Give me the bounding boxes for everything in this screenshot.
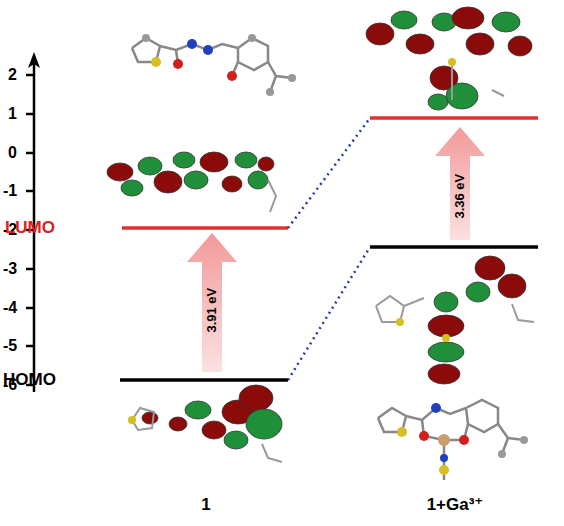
axis-tick-label: 2 bbox=[8, 66, 17, 84]
orbital-lobes bbox=[142, 385, 282, 449]
transition-arrow bbox=[187, 233, 237, 372]
compound-label: 1 bbox=[201, 496, 210, 515]
atoms bbox=[142, 34, 296, 96]
axis-tick-label: -1 bbox=[3, 182, 17, 200]
atom bbox=[128, 416, 136, 424]
axis-tick-label: 0 bbox=[8, 144, 17, 162]
lumo-level bbox=[370, 116, 538, 120]
energy-gap-label: 3.36 eV bbox=[453, 174, 467, 219]
homo-label: HOMO bbox=[3, 371, 56, 390]
compound-label: 1+Ga³⁺ bbox=[427, 496, 484, 515]
atoms bbox=[397, 403, 528, 475]
lumo-level bbox=[122, 226, 288, 230]
axis-arrowhead bbox=[28, 52, 40, 68]
homo-level bbox=[120, 378, 288, 382]
correlation-line bbox=[288, 247, 370, 380]
orbital-lobes bbox=[366, 7, 532, 110]
axis-tick-label: -4 bbox=[3, 299, 17, 317]
molecule-structure bbox=[132, 38, 292, 92]
energy-gap-label: 3.91 eV bbox=[205, 288, 219, 333]
transition-arrow bbox=[435, 127, 485, 240]
molecule-frame bbox=[452, 58, 504, 100]
atom bbox=[448, 58, 456, 66]
orbital-lobes bbox=[428, 256, 526, 384]
atom bbox=[442, 334, 450, 342]
axis-tick-label: -5 bbox=[3, 337, 17, 355]
homo-level bbox=[370, 245, 538, 249]
axis-tick-label: 1 bbox=[8, 105, 17, 123]
molecule-frame bbox=[268, 180, 276, 212]
molecule-frame bbox=[132, 408, 282, 462]
lumo-label: LUMO bbox=[5, 219, 55, 238]
atom bbox=[396, 318, 404, 326]
axis-tick-label: -3 bbox=[3, 260, 17, 278]
correlation-line bbox=[288, 118, 370, 228]
orbital-lobes bbox=[107, 152, 274, 196]
complex-structure bbox=[378, 400, 524, 480]
